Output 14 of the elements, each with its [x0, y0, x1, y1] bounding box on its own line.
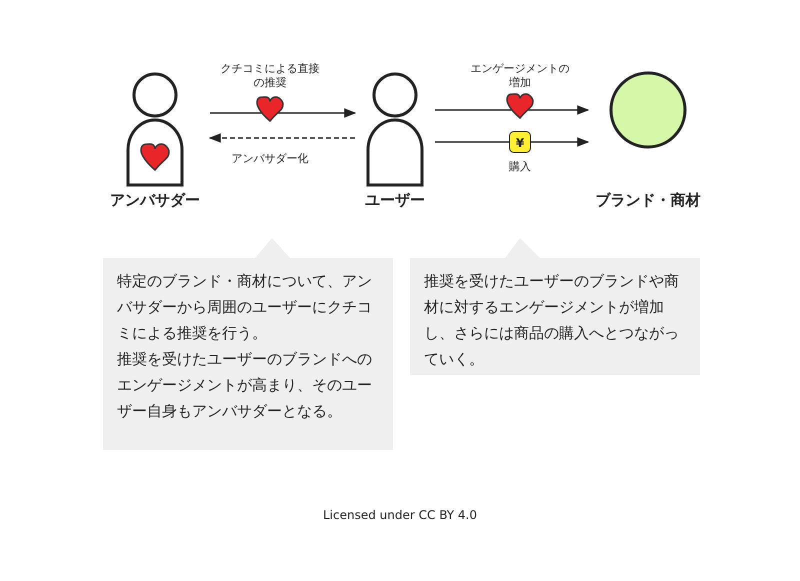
node-label: アンバサダー: [109, 191, 201, 210]
node-label: ユーザー: [364, 191, 426, 210]
arrow: [210, 108, 356, 118]
callout-text: 推奨を受けたユーザーのブランドへのエンゲージメントが高まり、そのユーザー自身もアンバサダーとなる。: [117, 349, 373, 422]
node-label: ブランド・商材: [594, 191, 702, 210]
arrow: [435, 137, 590, 147]
callout-text: 推奨を受けたユーザーのブランドや商材に対するエンゲージメントが増加し、さらには商品の購入へとつながっていく。: [424, 271, 680, 370]
edge-label: エンゲージメントの増加: [470, 62, 570, 90]
arrow: [435, 105, 590, 115]
caption: Licensed under CC BY 4.0: [322, 508, 478, 522]
arrow: [208, 133, 355, 143]
callout-text: 特定のブランド・商材について、アンバサダーから周囲のユーザーにクチコミによる推奨を行う。: [117, 271, 373, 344]
yen-badge: ¥: [509, 131, 531, 153]
edge-label: クチコミによる直接の推奨: [220, 62, 320, 90]
